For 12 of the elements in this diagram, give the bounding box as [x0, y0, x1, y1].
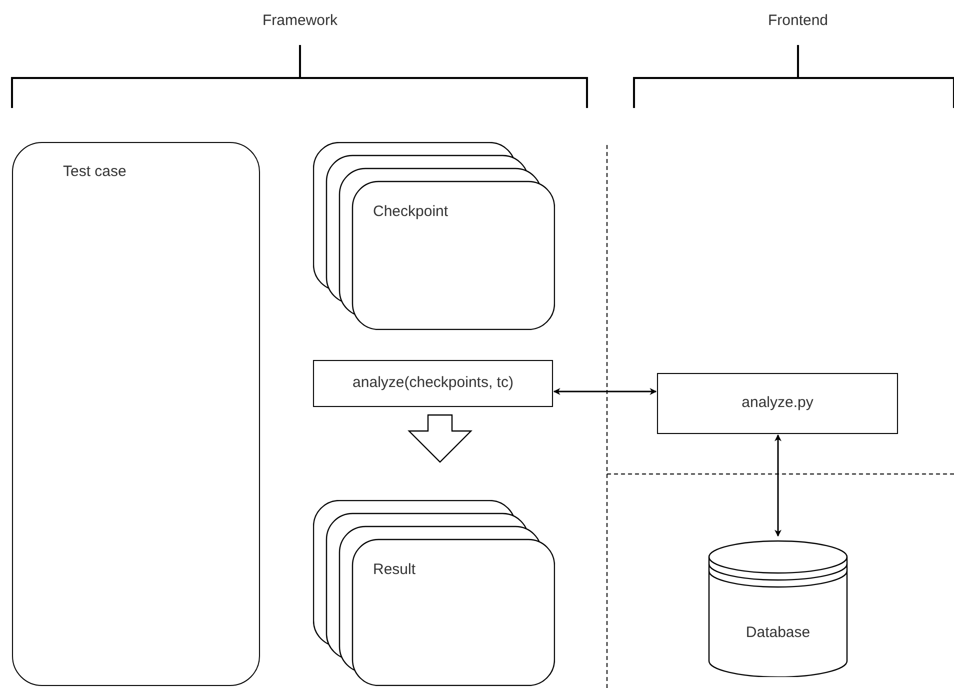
- database-label: Database: [744, 623, 812, 643]
- card-title: Result: [373, 560, 416, 580]
- block-arrow: [408, 414, 472, 463]
- section-label: Framework: [262, 11, 338, 31]
- card-title: Checkpoint: [373, 202, 448, 222]
- process-box: analyze.py: [657, 373, 898, 434]
- process-box: analyze(checkpoints, tc): [313, 360, 553, 407]
- panel-title: Test case: [63, 162, 126, 182]
- arrow: [774, 434, 782, 537]
- rounded-panel: [12, 142, 260, 686]
- arrow: [553, 388, 657, 395]
- section-label: Frontend: [768, 11, 828, 31]
